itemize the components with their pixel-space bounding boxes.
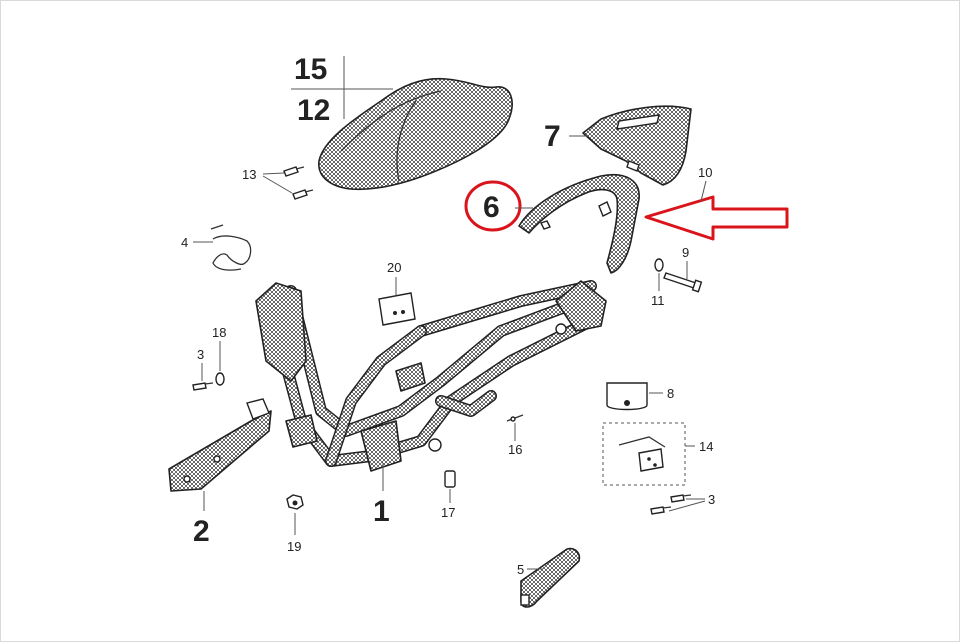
main-frame-part [255,280,607,472]
nut-19 [286,494,304,510]
rear-grab-handle-part [518,174,640,274]
label-7: 7 [544,120,561,153]
label-15-group: 15 12 [291,53,393,127]
screws-3-right [650,494,692,515]
label-4: 4 [181,235,188,250]
label-14: 14 [699,439,713,454]
screws-13 [283,166,314,200]
label-1: 1 [373,495,390,528]
screw-3-left [192,382,214,391]
label-18: 18 [212,325,226,340]
label-3-right: 3 [708,492,715,507]
highlight-circle [464,180,522,232]
washer-11 [654,258,664,272]
label-20: 20 [387,260,401,275]
label-8: 8 [667,386,674,401]
label-13: 13 [242,167,256,182]
label-6: 6 [483,191,500,224]
bracket-8 [606,382,648,411]
label-19: 19 [287,539,301,554]
label-11: 11 [651,293,665,308]
bracket-20 [378,292,416,326]
bolt-9 [663,272,703,293]
label-16: 16 [508,442,522,457]
clip-17 [444,470,456,488]
label-17: 17 [441,505,455,520]
label-3-left: 3 [197,347,204,362]
label-12: 12 [297,94,330,127]
label-9: 9 [682,245,689,260]
protector-5 [520,547,581,608]
label-5: 5 [517,562,524,577]
footrest-bracket-2 [168,398,272,492]
assembly-14 [602,422,686,486]
highlight-arrow [644,195,789,241]
label-10: 10 [698,165,712,180]
rear-cover-part [582,105,692,186]
washer-18 [215,372,225,386]
label-15: 15 [294,53,327,86]
seat-part [318,77,513,191]
label-2: 2 [193,515,210,548]
pin-16 [506,414,524,422]
spring-clip-4 [210,224,252,271]
